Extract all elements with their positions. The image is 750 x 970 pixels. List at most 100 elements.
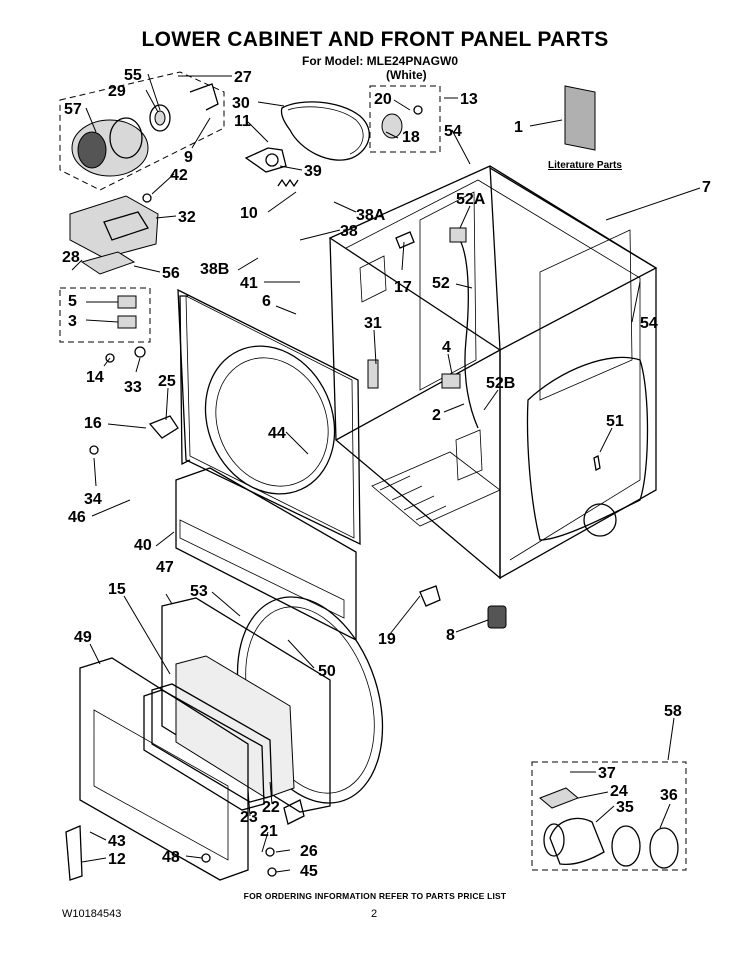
ordering-note: FOR ORDERING INFORMATION REFER TO PARTS … [243, 891, 507, 901]
callout-46: 46 [68, 509, 86, 526]
callout-29: 29 [108, 83, 126, 100]
literature-parts [564, 85, 596, 151]
callout-53: 53 [190, 583, 208, 600]
callout-labels: 55 27 29 57 30 20 13 11 18 54 1 9 39 42 … [62, 67, 711, 880]
callout-10: 10 [240, 205, 258, 222]
inner-door [161, 597, 331, 813]
color-line: (White) [386, 68, 427, 82]
motor-assembly [59, 71, 225, 191]
callout-27: 27 [234, 69, 252, 86]
callout-19: 19 [378, 631, 396, 648]
front-panel [177, 288, 361, 546]
callout-35: 35 [616, 799, 634, 816]
insulation-pad [80, 251, 136, 275]
callout-22: 22 [262, 799, 280, 816]
callout-39: 39 [304, 163, 322, 180]
exhaust-kit-group [531, 761, 687, 871]
idler-spring [277, 178, 299, 188]
callout-43: 43 [108, 833, 126, 850]
callout-16: 16 [84, 415, 102, 432]
callout-47: 47 [156, 559, 174, 576]
document-number: W10184543 [62, 908, 122, 920]
door-seal [367, 359, 379, 389]
switch-group [59, 287, 151, 343]
callout-38B: 38B [200, 261, 229, 278]
callout-44: 44 [268, 425, 286, 442]
door-catch [148, 415, 179, 439]
bracket-screw [142, 193, 152, 203]
callout-24: 24 [610, 783, 628, 800]
callout-17: 17 [394, 279, 412, 296]
callout-11: 11 [234, 113, 251, 130]
callout-31: 31 [364, 315, 382, 332]
page-number: 2 [371, 908, 378, 920]
callout-56: 56 [162, 265, 180, 282]
callout-52B: 52B [486, 375, 515, 392]
callout-58: 58 [664, 703, 682, 720]
callout-42: 42 [170, 167, 188, 184]
callout-7: 7 [702, 179, 711, 196]
leveling-foot [487, 605, 507, 629]
callout-9: 9 [184, 149, 193, 166]
callout-1: 1 [514, 119, 523, 136]
callout-54b: 54 [640, 315, 658, 332]
callout-23: 23 [240, 809, 258, 826]
idler-arm [244, 147, 287, 173]
cabinet-screw [593, 455, 601, 471]
literature-parts-label: Literature Parts [548, 160, 622, 171]
callout-28: 28 [62, 249, 80, 266]
callout-48: 48 [162, 849, 180, 866]
callout-12: 12 [108, 851, 126, 868]
callout-34: 34 [84, 491, 102, 508]
outer-door [79, 657, 249, 881]
drive-belt [280, 101, 370, 161]
callout-40: 40 [134, 537, 152, 554]
callout-38: 38 [340, 223, 358, 240]
callout-26: 26 [300, 843, 318, 860]
callout-3: 3 [68, 313, 77, 330]
callout-18: 18 [402, 129, 420, 146]
callout-50: 50 [318, 663, 336, 680]
callout-8: 8 [446, 627, 455, 644]
callout-36: 36 [660, 787, 678, 804]
callout-57: 57 [64, 101, 82, 118]
callout-21: 21 [260, 823, 278, 840]
callout-20: 20 [374, 91, 392, 108]
callout-4: 4 [442, 339, 451, 356]
callout-5: 5 [68, 293, 77, 310]
callout-32: 32 [178, 209, 196, 226]
leg-clip [419, 585, 441, 607]
callout-52A: 52A [456, 191, 486, 208]
callout-55: 55 [124, 67, 142, 84]
callout-37: 37 [598, 765, 616, 782]
callout-54a: 54 [444, 123, 462, 140]
button-plug [105, 346, 146, 363]
callout-45: 45 [300, 863, 318, 880]
callout-25: 25 [158, 373, 176, 390]
callout-13: 13 [460, 91, 478, 108]
callout-51: 51 [606, 413, 624, 430]
page-title: LOWER CABINET AND FRONT PANEL PARTS [141, 28, 609, 51]
door-glass [143, 655, 295, 811]
callout-41: 41 [240, 275, 258, 292]
hinge [283, 799, 305, 825]
callout-2: 2 [432, 407, 441, 424]
callout-14: 14 [86, 369, 104, 386]
callout-30: 30 [232, 95, 250, 112]
toe-panel [175, 467, 357, 642]
motor-bracket [69, 195, 159, 259]
wire-harness [441, 227, 479, 429]
hinge-screw [89, 445, 99, 455]
cabinet [328, 165, 658, 580]
wire-clip [395, 231, 415, 249]
leader-lines [71, 73, 701, 873]
callout-15: 15 [108, 581, 126, 598]
callout-33: 33 [124, 379, 142, 396]
door-handle [65, 825, 83, 881]
callout-52: 52 [432, 275, 450, 292]
callout-38A: 38A [356, 207, 386, 224]
callout-49: 49 [74, 629, 92, 646]
model-line: For Model: MLE24PNAGW0 [302, 54, 459, 68]
callout-6: 6 [262, 293, 271, 310]
